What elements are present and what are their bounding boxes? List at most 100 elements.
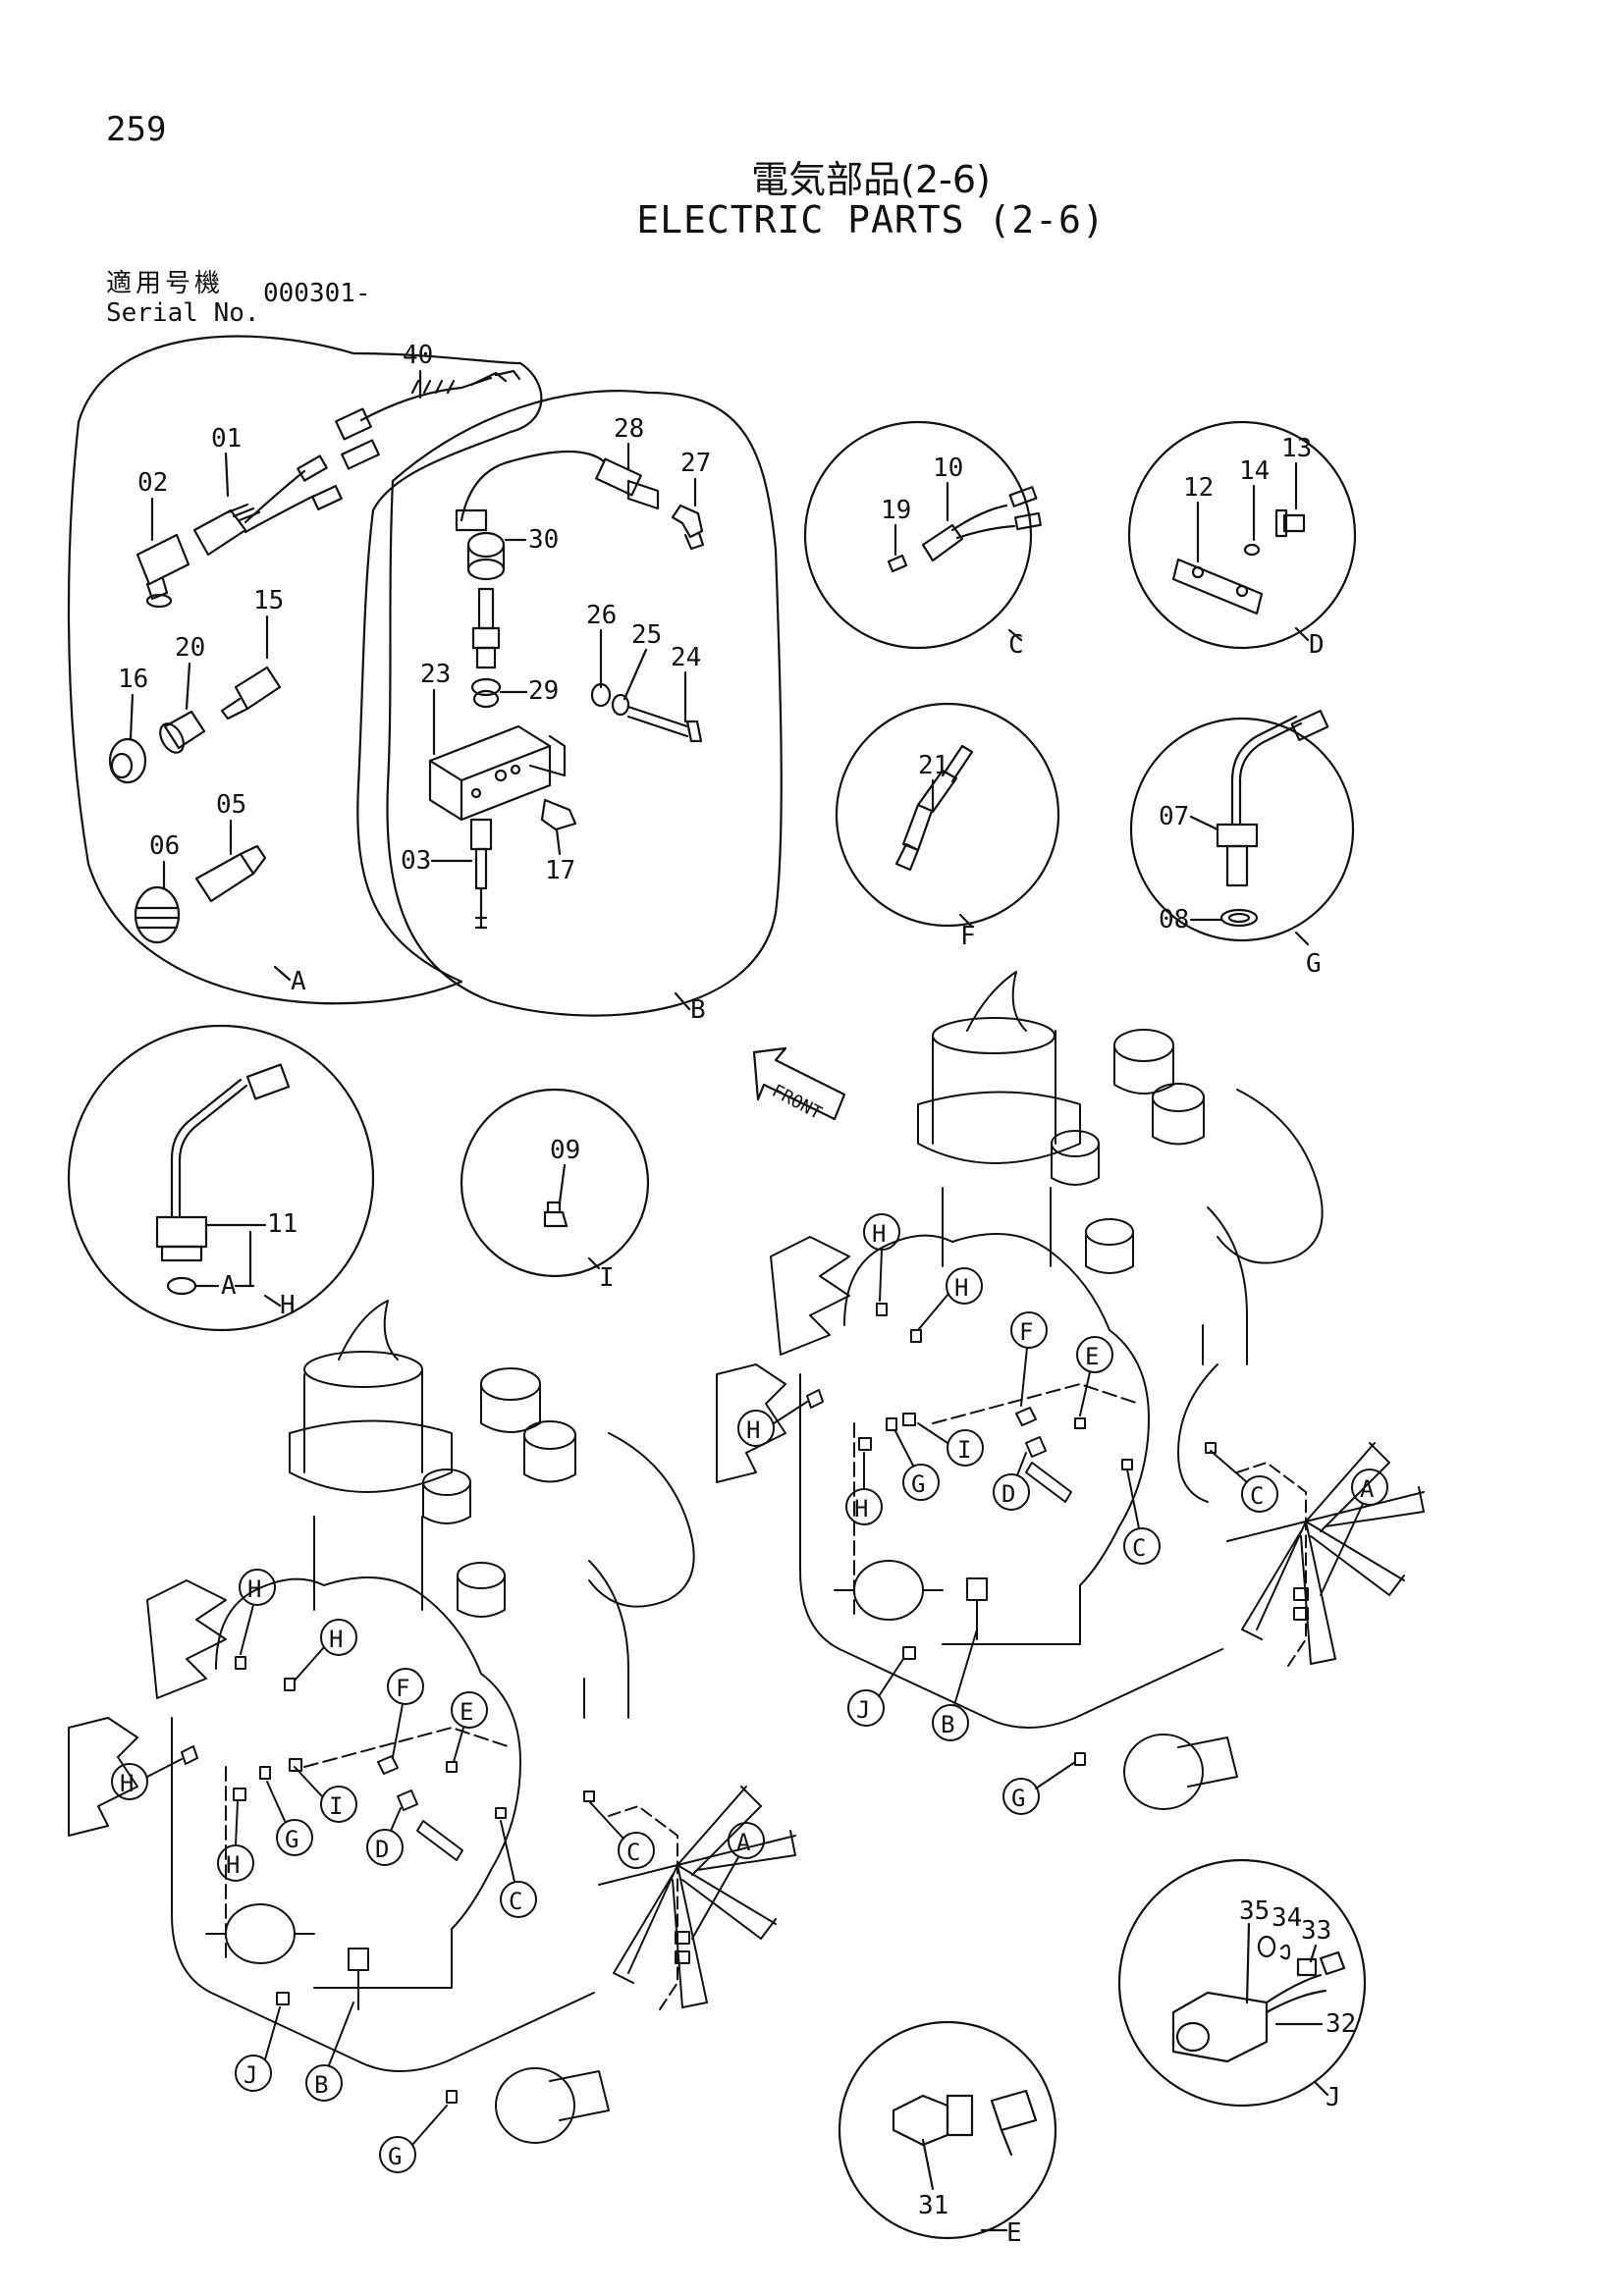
- callout-upper-14: G: [1011, 1785, 1025, 1812]
- detail-view-i: 09 I: [460, 1088, 650, 1293]
- front-label: FRONT: [769, 1081, 826, 1124]
- svg-text:07: 07: [1159, 802, 1189, 831]
- part-20-sensor: [159, 710, 206, 754]
- svg-text:23: 23: [420, 660, 451, 689]
- svg-text:20: 20: [175, 633, 205, 663]
- callout-lower-14: G: [388, 2143, 402, 2170]
- callout-upper-4: H: [746, 1416, 760, 1444]
- svg-text:14: 14: [1239, 456, 1270, 486]
- svg-text:25: 25: [631, 620, 662, 650]
- callouts-lower-engine: H H F E H I G H D C C A B: [111, 1569, 765, 2173]
- title-english: ELECTRIC PARTS (2-6): [636, 198, 1106, 241]
- callout-upper-2: F: [1019, 1318, 1033, 1346]
- svg-text:J: J: [1326, 2083, 1341, 2112]
- callout-lower-4: H: [120, 1770, 134, 1797]
- callout-upper-7: H: [854, 1495, 868, 1522]
- callout-upper-0: H: [872, 1220, 886, 1248]
- svg-text:15: 15: [253, 586, 284, 615]
- serial-label-japanese: 適用号機: [106, 269, 225, 298]
- svg-text:27: 27: [680, 449, 711, 478]
- callout-upper-9: C: [1132, 1534, 1146, 1562]
- svg-text:16: 16: [118, 665, 148, 694]
- part-02-adapter: [135, 533, 190, 609]
- svg-text:13: 13: [1281, 434, 1312, 463]
- svg-text:G: G: [1306, 949, 1322, 979]
- detail-view-f: 21 F: [835, 702, 1060, 951]
- svg-text:33: 33: [1301, 1916, 1331, 1946]
- svg-text:E: E: [1006, 2218, 1022, 2248]
- svg-text:32: 32: [1326, 2009, 1356, 2039]
- svg-text:10: 10: [933, 454, 963, 483]
- callout-lower-6: G: [285, 1826, 298, 1853]
- part-06-adapter: [134, 885, 181, 944]
- serial-label-english: Serial No.: [106, 298, 260, 328]
- page-number: 259: [106, 110, 167, 149]
- engine-illustration-lower: [68, 1300, 796, 2144]
- detail-view-a: 40 01 02 15 20 16 05 06 A: [67, 335, 543, 1005]
- svg-text:11: 11: [267, 1209, 298, 1239]
- svg-text:24: 24: [671, 643, 701, 672]
- svg-text:D: D: [1309, 630, 1325, 660]
- callout-upper-3: E: [1085, 1343, 1099, 1370]
- svg-text:17: 17: [545, 856, 575, 885]
- svg-text:01: 01: [211, 424, 242, 454]
- svg-text:09: 09: [550, 1136, 580, 1165]
- engine-illustration-upper: [716, 971, 1425, 1810]
- svg-text:40: 40: [403, 341, 433, 370]
- svg-text:29: 29: [528, 676, 559, 706]
- callout-lower-5: I: [329, 1792, 343, 1820]
- callout-lower-9: C: [509, 1888, 522, 1915]
- detail-view-d: 12 14 13 D: [1127, 420, 1357, 660]
- svg-text:05: 05: [216, 790, 246, 820]
- callout-upper-10: C: [1250, 1482, 1264, 1510]
- svg-text:19: 19: [881, 496, 911, 525]
- svg-text:A: A: [221, 1271, 237, 1301]
- callout-upper-11: A: [1360, 1475, 1375, 1503]
- detail-view-e: 31 E: [838, 2020, 1057, 2248]
- callouts-upper-engine: H H F E H I G H D C C A B: [737, 1213, 1388, 1815]
- svg-text:30: 30: [528, 525, 559, 555]
- svg-text:03: 03: [401, 846, 431, 876]
- title-japanese: 電気部品(2-6): [751, 158, 991, 201]
- callout-lower-0: H: [247, 1575, 261, 1603]
- svg-text:I: I: [599, 1263, 615, 1293]
- svg-text:28: 28: [614, 414, 644, 444]
- callout-upper-13: J: [856, 1696, 870, 1724]
- callout-lower-7: H: [226, 1851, 240, 1879]
- svg-text:12: 12: [1183, 473, 1214, 503]
- part-15-sensor: [220, 666, 282, 721]
- callout-upper-5: I: [957, 1436, 971, 1464]
- callout-upper-1: H: [954, 1274, 968, 1302]
- serial-value: 000301-: [263, 279, 371, 308]
- svg-text:F: F: [960, 922, 976, 951]
- detail-view-b: 28 27 30 26 25 24 23 29 03 17 B: [386, 390, 783, 1025]
- callout-upper-12: B: [941, 1711, 954, 1738]
- part-05-switch: [194, 844, 267, 903]
- callout-lower-10: C: [626, 1839, 640, 1866]
- detail-view-g: 07 08 G: [1129, 709, 1355, 979]
- svg-text:C: C: [1008, 630, 1024, 660]
- svg-text:35: 35: [1239, 1896, 1270, 1926]
- part-01-sender: [192, 439, 380, 557]
- svg-text:A: A: [291, 967, 306, 996]
- part-40-harness: [335, 369, 521, 441]
- svg-text:34: 34: [1272, 1903, 1302, 1933]
- detail-view-c: 10 19 C: [803, 420, 1042, 660]
- callout-lower-8: D: [375, 1836, 389, 1863]
- svg-text:21: 21: [918, 751, 948, 780]
- svg-text:06: 06: [149, 831, 180, 861]
- callout-lower-12: B: [314, 2071, 328, 2099]
- callout-upper-6: G: [911, 1470, 925, 1498]
- front-arrow: FRONT: [752, 1046, 846, 1124]
- callout-lower-11: A: [736, 1829, 751, 1856]
- svg-text:31: 31: [918, 2191, 948, 2220]
- detail-view-h: 11 A H: [67, 1024, 375, 1332]
- part-16-adapter: [108, 737, 147, 784]
- detail-view-j: 35 34 33 32 J: [1117, 1858, 1367, 2112]
- svg-text:H: H: [280, 1291, 296, 1320]
- svg-text:02: 02: [137, 468, 168, 498]
- callout-lower-1: H: [329, 1626, 343, 1653]
- callout-lower-3: E: [460, 1698, 473, 1726]
- callout-lower-13: J: [244, 2061, 257, 2089]
